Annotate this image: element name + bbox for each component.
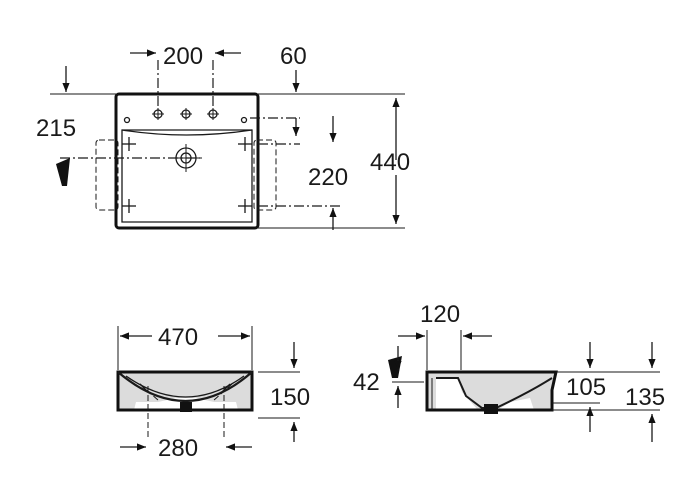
dim-60: 60 [280,43,307,70]
dim-42: 42 [353,369,380,396]
wall-arrow-side-icon [388,356,402,378]
bowl-inner-outline [121,129,253,223]
wall-arrow-icon [56,158,70,186]
dim-280: 280 [158,435,198,462]
top-view: 200 60 215 220 440 [36,43,410,230]
fixing-points [122,137,252,213]
dim-120: 120 [420,301,460,328]
dim-220: 220 [308,164,348,191]
faucet-holes [123,108,248,124]
dim-470: 470 [158,324,198,351]
dim-105: 105 [566,374,606,401]
side-view: 120 42 105 135 [353,301,665,442]
dim-440: 440 [370,149,410,176]
dim-200: 200 [163,43,203,70]
dim-150: 150 [270,384,310,411]
basin-outline [114,92,260,230]
basin-front-outline [118,372,252,410]
dim-215: 215 [36,115,76,142]
dim-135: 135 [625,384,665,411]
front-view: 470 150 280 [116,324,310,462]
